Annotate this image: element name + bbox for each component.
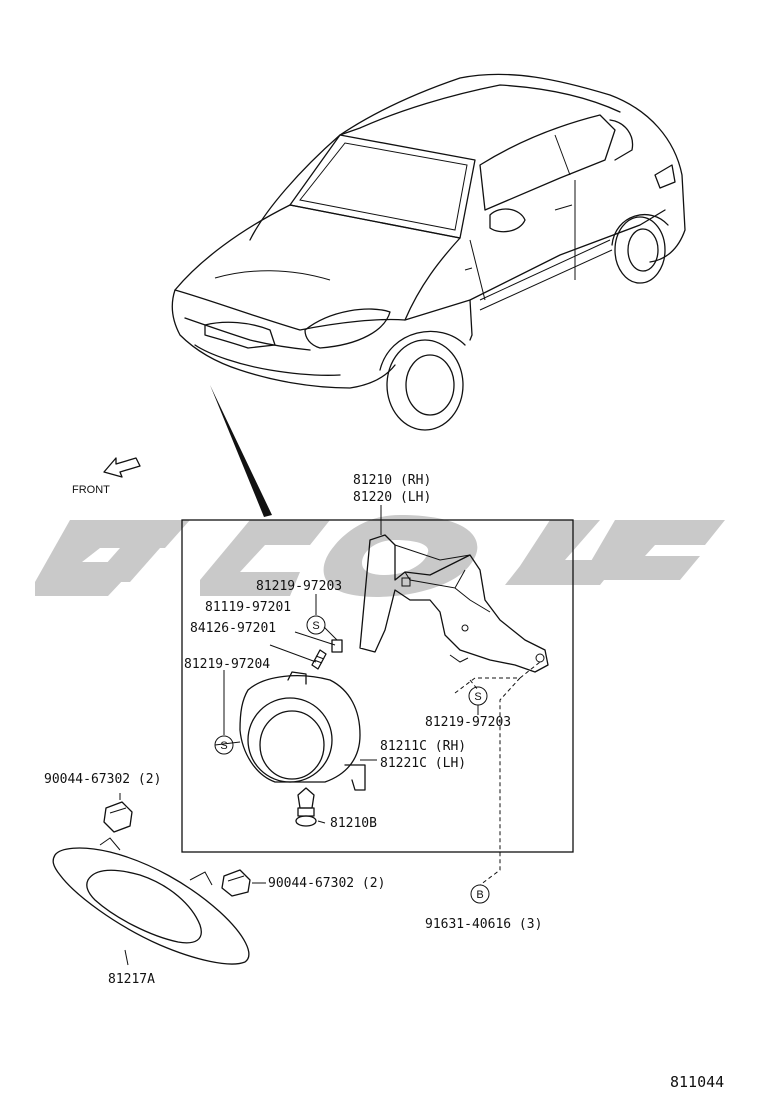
label-screw-left: 81219-97204: [184, 657, 270, 672]
label-screw-right: 81219-97203: [425, 715, 511, 730]
leader-lines: [119, 505, 541, 966]
label-clip: 81119-97201: [205, 600, 291, 615]
label-nut-upper: 90044-67302 (2): [44, 772, 161, 787]
assembly-frame: [181, 519, 574, 853]
svg-text:B: B: [476, 889, 483, 901]
label-screw-top: 81219-97203: [256, 579, 342, 594]
nut-upper-icon: [103, 801, 133, 833]
label-bracket-rh: 81210 (RH): [353, 473, 431, 488]
bulb-drawing: [295, 787, 317, 827]
car-illustration: [171, 73, 686, 431]
screw-symbol-right: S: [468, 686, 488, 706]
front-label: FRONT: [72, 484, 110, 496]
label-cover: 81217A: [108, 972, 155, 987]
label-spring: 84126-97201: [190, 621, 276, 636]
label-lamp-lh: 81221C (LH): [380, 756, 466, 771]
watermark-logo: [35, 515, 725, 597]
label-bolt: 91631-40616 (3): [425, 917, 542, 932]
pointer-wedge: [210, 385, 272, 517]
screw-symbol-top: S: [306, 615, 326, 635]
illustration-number: 811044: [670, 1073, 724, 1091]
cover-drawing: [52, 837, 250, 965]
clip-and-spring: [311, 639, 343, 670]
svg-text:S: S: [474, 691, 481, 703]
front-arrow-icon: [103, 457, 141, 478]
label-bulb: 81210B: [330, 816, 377, 831]
bolt-symbol: B: [470, 884, 490, 904]
bracket-drawing: [359, 534, 549, 673]
svg-text:S: S: [220, 740, 227, 752]
label-lamp-rh: 81211C (RH): [380, 739, 466, 754]
label-nut-lower: 90044-67302 (2): [268, 876, 385, 891]
fog-lamp-drawing: [239, 671, 366, 791]
screw-symbol-left: S: [214, 735, 234, 755]
svg-text:S: S: [312, 620, 319, 632]
label-bracket-lh: 81220 (LH): [353, 490, 431, 505]
nut-lower-icon: [221, 869, 251, 897]
